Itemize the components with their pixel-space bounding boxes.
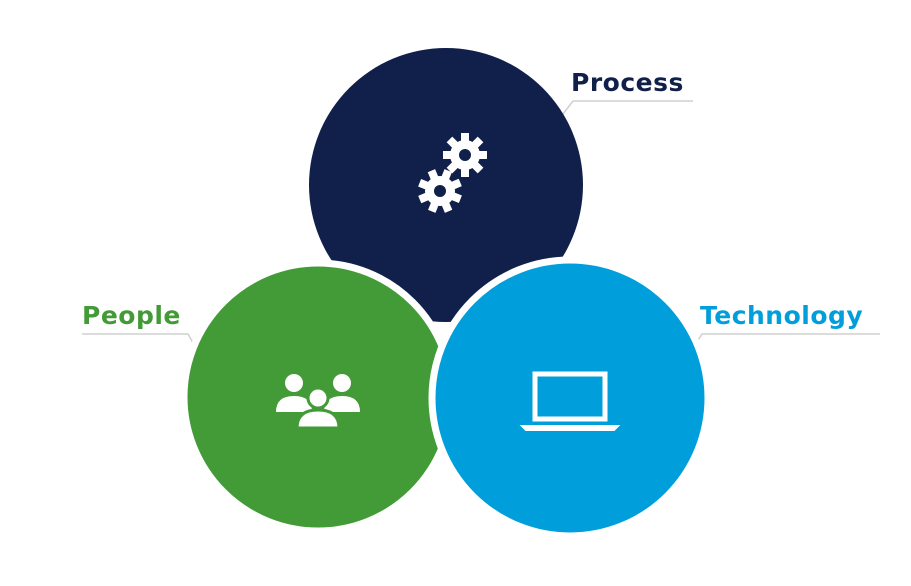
technology-label: Technology — [700, 301, 864, 330]
people-label: People — [82, 301, 181, 330]
gears-icon — [418, 133, 487, 213]
process-leader-line — [562, 100, 693, 115]
technology-circle — [428, 256, 712, 540]
technology-leader-line — [694, 333, 880, 346]
process-label: Process — [571, 68, 684, 97]
people-leader-line — [82, 333, 197, 349]
laptop-icon — [519, 371, 621, 431]
people-group-icon — [276, 374, 360, 430]
